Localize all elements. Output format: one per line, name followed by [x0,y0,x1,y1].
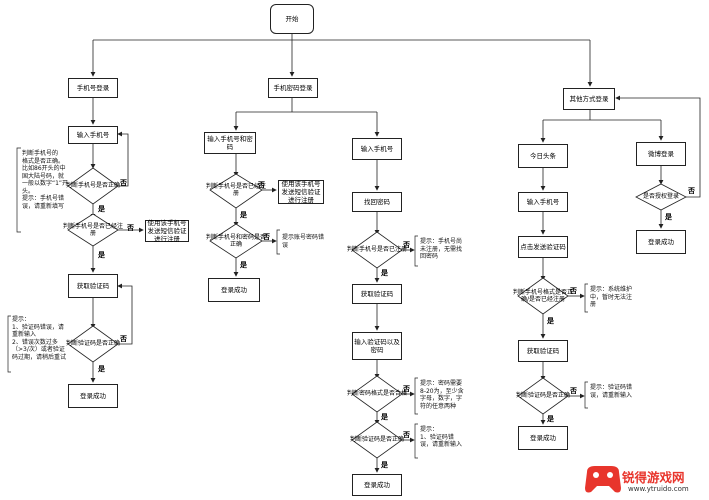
no-label: 否 [120,335,127,343]
b-check-pwd-text: 判断手机号和密码是否正确 [205,233,266,248]
c-input-phone-node: 输入手机号 [352,138,402,160]
watermark-title: 锐得游戏网 [622,470,685,485]
diamond-b-pwd [209,223,263,259]
c-registered-note: 提示：手机号尚 未注册，无需找 回密码 [420,238,463,260]
a-code-note: 提示： 1、验证码错误，请 重新输入 2、错误次数过多 （>3/次）或者验证 码… [12,316,67,361]
e-login-ok-node: 登录成功 [636,230,686,254]
phone-login-node: 手机号登录 [68,78,118,98]
e-weibo-node: 微博登录 [636,142,686,166]
a-login-ok-node: 登录成功 [68,384,118,408]
d-format-note: 提示：系统维护 中，暂时无法注 册 [590,286,633,308]
a-input-phone-node: 输入手机号 [68,126,118,144]
a-use-sms-node: 使用该手机号发送短信验证进行注册 [145,219,189,243]
diamond-d-code [517,377,569,415]
a-format-note: 判断手机号的 格式是否正确。 比如86开头的中 国大陆号码，就 一般以数字“1”… [22,150,69,210]
yes-label: 是 [547,415,554,423]
start-node: 开始 [270,4,314,34]
c-find-pwd-node: 找回密码 [352,192,402,212]
a-check-code-text: 判断验证码是否正确 [65,340,120,348]
b-pwd-note: 提示账号密码错 误 [282,234,325,249]
watermark-url: www.ytruido.com [628,485,689,493]
diamond-a-code [67,325,119,363]
no-label: 否 [258,181,265,189]
d-check-code-text: 判断验证码是否正确 [515,392,570,400]
diamond-c-pwd-format [351,375,403,413]
d-input-phone-node: 输入手机号 [518,192,568,212]
other-login-node: 其他方式登录 [563,88,615,110]
b-use-sms-node: 使用该手机号发送短信验证进行注册 [278,180,324,204]
d-check-format-text: 判断手机号格式是否正确/是否已经注册 [512,288,573,303]
diamond-e-authorize [635,183,687,211]
b-input-phone-pwd-node: 输入手机号和密码 [204,132,256,154]
c-check-registered-text: 判断手机号是否已注册 [346,246,407,254]
yes-label: 是 [98,365,105,373]
no-label: 否 [570,387,577,395]
no-label: 否 [403,385,410,393]
yes-label: 是 [240,261,247,269]
yes-label: 是 [381,461,388,469]
diamond-b-registered [209,173,263,209]
yes-label: 是 [240,211,247,219]
no-label: 否 [688,187,695,195]
no-label: 否 [570,287,577,295]
d-get-code-node: 获取验证码 [518,340,568,362]
b-login-ok-node: 登录成功 [208,278,260,302]
a-check-registered-text: 判断手机号是否已经注册 [62,222,123,237]
c-login-ok-node: 登录成功 [352,474,402,496]
diamond-d-format [517,277,569,315]
yes-label: 是 [98,251,105,259]
c-pwd-format-note: 提示：密码需要 8-20为，至少含 字母，数字，字 符的任意两种 [420,380,464,410]
diamond-c-code [351,421,403,459]
diamond-a-registered [67,213,119,247]
diamond-c-registered [351,231,403,269]
no-label: 否 [127,224,134,232]
c-check-pwd-format-text: 判断密码格式是否合格 [346,390,407,398]
c-input-code-pwd-node: 输入验证码以及密码 [352,332,402,360]
yes-label: 是 [381,413,388,421]
d-toutiao-node: 今日头条 [518,144,568,168]
no-label: 否 [263,233,270,241]
yes-label: 是 [98,205,105,213]
yes-label: 是 [381,269,388,277]
c-get-code-node: 获取验证码 [352,284,402,304]
gamepad-logo-icon [585,466,621,493]
d-send-code-node: 点击发送验证码 [518,236,568,258]
no-label: 否 [403,431,410,439]
d-login-ok-node: 登录成功 [518,426,568,450]
c-check-code-text: 判断验证码是否正确 [349,436,404,444]
yes-label: 是 [547,317,554,325]
diamond-a-format [67,167,119,205]
a-get-code-node: 获取验证码 [68,274,118,298]
e-authorize-text: 是否授权登录 [642,193,679,201]
no-label: 否 [120,179,127,187]
yes-label: 是 [665,213,672,221]
c-code-note: 提示： 1、验证码错 误，请重新输入 [420,426,463,448]
no-label: 否 [403,241,410,249]
phone-pwd-login-node: 手机密码登录 [268,78,318,98]
d-code-note: 提示：验证码错 误，请重新输入 [590,384,633,399]
b-check-registered-text: 判断手机号是否已经注册 [205,182,266,197]
a-check-format-text: 判断手机号是否正确 [65,182,120,190]
